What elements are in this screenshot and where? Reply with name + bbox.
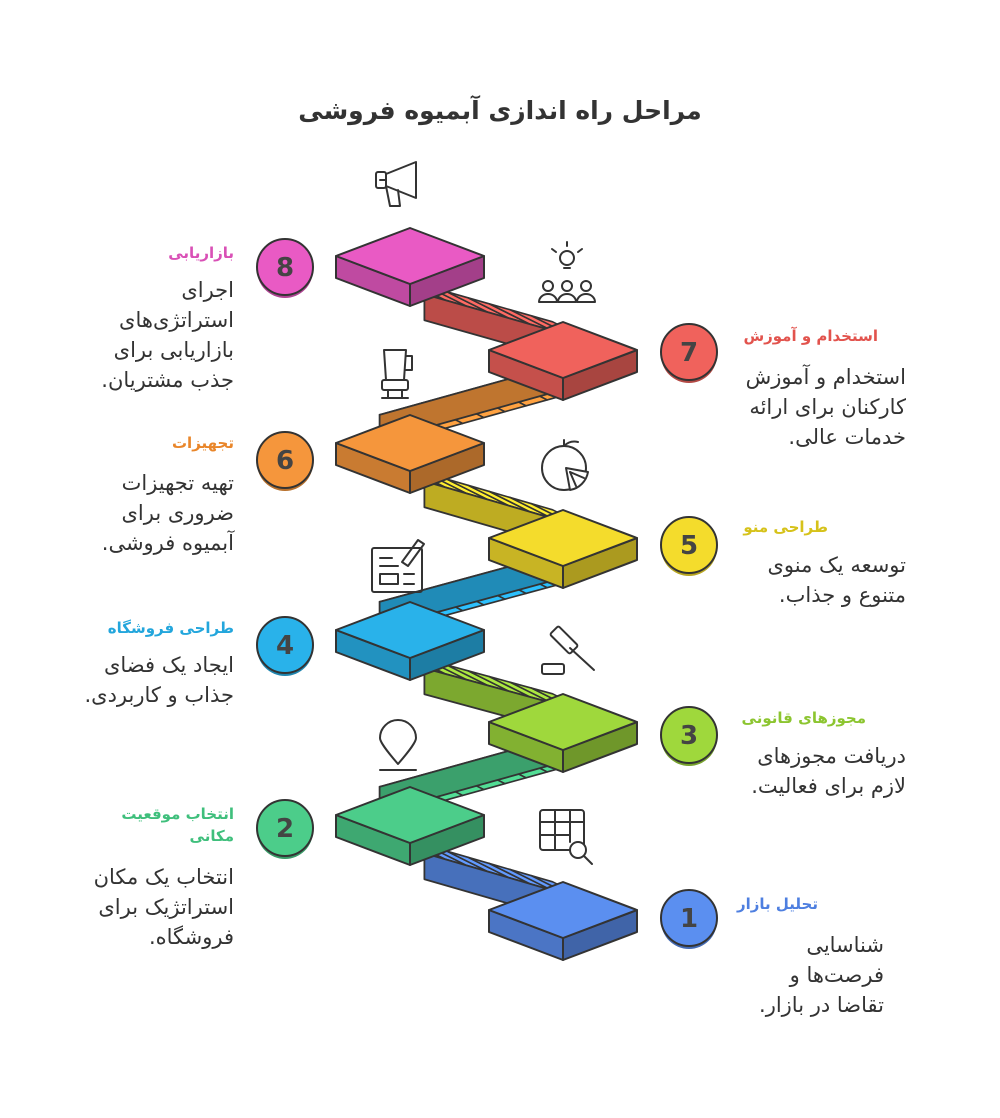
megaphone-icon — [375, 161, 417, 207]
step-4-number: 4 — [276, 631, 294, 661]
page-title: مراحل راه اندازی آبمیوه فروشی — [298, 96, 702, 125]
blueprint-pencil-icon — [371, 539, 425, 593]
step-3-description: دریافت مجوزهای لازم برای فعالیت. — [751, 744, 906, 798]
landing-2 — [335, 786, 485, 866]
landing-6 — [335, 414, 485, 494]
step-4-title: طراحی فروشگاه — [107, 619, 234, 637]
team-idea-icon — [538, 241, 596, 303]
step-7-description: استخدام و آموزش کارکنان برای ارائه خدمات… — [745, 365, 906, 449]
landing-7 — [488, 321, 638, 401]
landing-5 — [488, 509, 638, 589]
step-1-number: 1 — [680, 904, 698, 934]
step-3-title: مجوزهای قانونی — [741, 709, 866, 727]
step-1-description: شناسایی فرصت‌ها و تقاضا در بازار. — [759, 933, 884, 1017]
step-2-title: انتخاب موقعیت مکانی — [121, 805, 234, 845]
step-2-number-badge: 2 — [256, 799, 314, 859]
step-3-number: 3 — [680, 721, 698, 751]
step-5-description: توسعه یک منوی متنوع و جذاب. — [767, 553, 906, 607]
step-4-number-badge: 4 — [256, 616, 314, 676]
step-8-description: اجرای استراتژی‌های بازاریابی برای جذب مش… — [101, 278, 234, 392]
gavel-icon — [541, 625, 595, 675]
circles-layer: 1 2 3 4 5 6 7 8 — [256, 238, 718, 949]
icons-layer — [371, 161, 596, 865]
step-7-title: استخدام و آموزش — [743, 327, 878, 345]
step-6-description: تهیه تجهیزات ضروری برای آبمیوه فروشی. — [101, 471, 234, 555]
step-7-number-badge: 7 — [660, 323, 718, 383]
step-3-number-badge: 3 — [660, 706, 718, 766]
landing-1 — [488, 881, 638, 961]
step-8-title: بازاریابی — [168, 244, 234, 262]
step-4-description: ایجاد یک فضای جذاب و کاربردی. — [84, 653, 234, 707]
step-6-number: 6 — [276, 446, 294, 476]
step-6-title: تجهیزات — [171, 434, 234, 452]
step-5-number-badge: 5 — [660, 516, 718, 576]
landing-4 — [335, 601, 485, 681]
step-1-number-badge: 1 — [660, 889, 718, 949]
step-8-number-badge: 8 — [256, 238, 314, 298]
fruit-slice-icon — [541, 439, 589, 491]
location-pin-icon — [379, 719, 417, 771]
step-5-title: طراحی منو — [743, 518, 828, 536]
blender-icon — [381, 349, 413, 399]
step-7-number: 7 — [680, 338, 698, 368]
step-6-number-badge: 6 — [256, 431, 314, 491]
landing-8 — [335, 227, 485, 307]
step-2-description: انتخاب یک مکان استراتژیک برای فروشگاه. — [93, 865, 234, 949]
step-8-number: 8 — [276, 253, 294, 283]
landing-3 — [488, 693, 638, 773]
step-1-title: تحلیل بازار — [737, 895, 818, 913]
step-5-number: 5 — [680, 531, 698, 561]
step-2-number: 2 — [276, 814, 294, 844]
table-search-icon — [539, 809, 593, 865]
stairs-layer — [335, 227, 638, 961]
